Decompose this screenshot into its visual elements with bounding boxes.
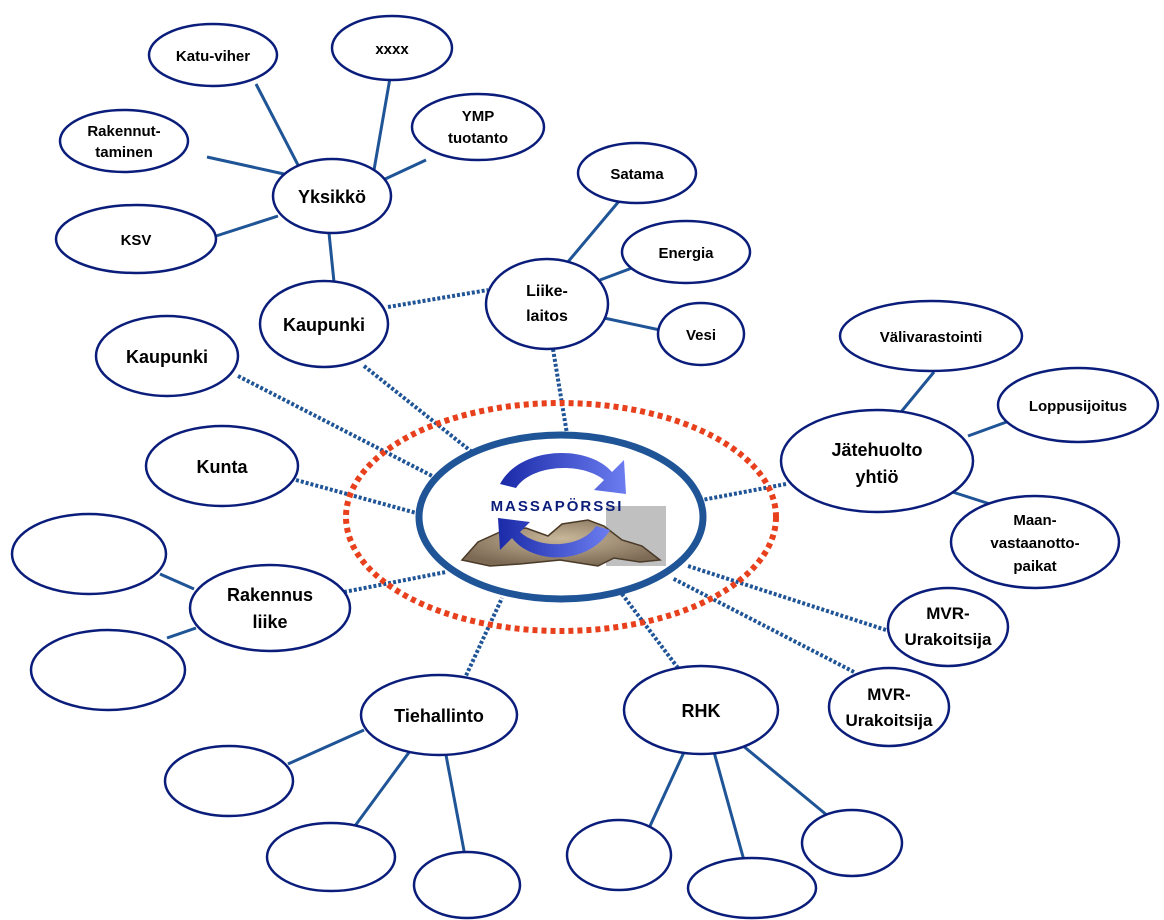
node-label: vastaanotto- xyxy=(990,535,1079,552)
link-liikelaitos-center xyxy=(551,348,570,441)
node-label: MVR- xyxy=(926,604,969,623)
link-kaupunki-center xyxy=(362,364,484,462)
link-mvr2-center xyxy=(671,576,855,674)
node-label: Katu-viher xyxy=(176,48,250,65)
node-blank-left-bottom xyxy=(29,628,187,712)
node-label: liike xyxy=(252,612,287,632)
outer-dotted-ring xyxy=(343,400,779,634)
node-label: yhtiö xyxy=(856,467,899,487)
node-label: Yksikkö xyxy=(298,187,366,207)
node-ksv: KSV xyxy=(54,203,218,275)
node-energia: Energia xyxy=(620,219,752,285)
node-ymp-tuotanto: YMP tuotanto xyxy=(410,92,546,162)
node-label: paikat xyxy=(1013,558,1056,575)
node-label: Rakennus xyxy=(227,585,313,605)
link-tiehallinto-center xyxy=(462,597,504,681)
link-rakennusliike-bottom xyxy=(166,626,197,640)
node-label: xxxx xyxy=(375,41,409,58)
node-label: Jätehuolto xyxy=(831,440,922,460)
arrow-bottom-icon xyxy=(498,518,610,558)
link-yksikko-ksv xyxy=(215,214,279,238)
link-tiehallinto-1 xyxy=(287,728,365,766)
node-label: Tiehallinto xyxy=(394,706,484,726)
node-mvr-1: MVR- Urakoitsija xyxy=(886,586,1010,668)
node-rakennuttaminen: Rakennut- taminen xyxy=(58,108,190,174)
link-rakennusliike-center xyxy=(343,570,447,594)
link-jatehuolto-loppusijoitus xyxy=(967,418,1013,438)
node-label: Satama xyxy=(610,166,664,183)
node-jatehuolto: Jätehuolto yhtiö xyxy=(779,408,975,514)
node-label: Kaupunki xyxy=(126,347,208,367)
node-rakennusliike: Rakennus liike xyxy=(188,563,352,653)
node-label: RHK xyxy=(682,701,721,721)
node-valivarastointi: Välivarastointi xyxy=(838,299,1024,373)
node-blank-rhk-3 xyxy=(800,808,904,878)
link-kaupunki-liikelaitos xyxy=(387,288,489,309)
node-satama: Satama xyxy=(576,141,698,205)
node-label: Kaupunki xyxy=(283,315,365,335)
node-liikelaitos: Liike- laitos xyxy=(484,257,610,351)
node-label: Maan- xyxy=(1013,512,1056,529)
link-tiehallinto-3 xyxy=(444,754,467,857)
node-vesi: Vesi xyxy=(656,301,746,367)
node-label: Urakoitsija xyxy=(905,630,992,649)
node-blank-tiehallinto-3 xyxy=(412,850,522,920)
node-label: KSV xyxy=(121,232,152,249)
node-label: Vesi xyxy=(686,327,716,344)
node-blank-tiehallinto-1 xyxy=(163,744,295,818)
arrow-top-icon xyxy=(500,452,626,494)
link-yksikko-ymp xyxy=(382,158,427,182)
link-yksikko-rakennuttaminen xyxy=(206,155,285,176)
node-tiehallinto: Tiehallinto xyxy=(359,673,519,757)
node-label: Urakoitsija xyxy=(846,711,933,730)
massaporssi-hub: MASSAPÖRSSI xyxy=(343,400,779,634)
node-label: Välivarastointi xyxy=(880,329,983,346)
node-label: Kunta xyxy=(197,457,249,477)
link-kunta-center xyxy=(295,478,421,516)
node-label: YMP xyxy=(462,108,495,125)
node-blank-rhk-1 xyxy=(565,818,673,892)
link-rhk-2 xyxy=(712,751,747,865)
link-tiehallinto-2 xyxy=(350,750,412,831)
node-label: Liike- xyxy=(526,283,568,300)
link-rhk-center xyxy=(620,592,680,670)
link-rakennusliike-top xyxy=(159,572,195,591)
node-blank-left-top xyxy=(10,512,168,596)
node-xxxx: xxxx xyxy=(330,14,454,82)
node-kaupunki-left: Kaupunki xyxy=(94,314,240,398)
link-liikelaitos-vesi xyxy=(603,316,661,332)
link-liikelaitos-satama xyxy=(565,199,622,264)
node-label: Loppusijoitus xyxy=(1029,398,1127,415)
link-liikelaitos-energia xyxy=(599,266,633,282)
node-kunta: Kunta xyxy=(144,424,300,508)
link-rhk-1 xyxy=(648,749,687,827)
center-label: MASSAPÖRSSI xyxy=(491,498,624,515)
node-label: tuotanto xyxy=(448,130,508,147)
node-mvr-2: MVR- Urakoitsija xyxy=(827,666,951,748)
node-yksikko: Yksikkö xyxy=(271,157,393,235)
dotted-links xyxy=(237,288,887,681)
link-jatehuolto-valivarastointi xyxy=(899,371,936,413)
link-rhk-3 xyxy=(741,743,829,818)
node-loppusijoitus: Loppusijoitus xyxy=(996,366,1160,444)
node-label: laitos xyxy=(526,308,568,325)
node-blank-tiehallinto-2 xyxy=(265,821,397,893)
link-jatehuolto-center xyxy=(701,482,787,502)
node-label: taminen xyxy=(95,144,153,161)
node-label: Rakennut- xyxy=(87,123,160,140)
node-maanvastaanotto: Maan- vastaanotto- paikat xyxy=(949,494,1121,590)
link-yksikko-kaupunki xyxy=(327,232,336,283)
node-katu-viher: Katu-viher xyxy=(147,22,279,88)
node-label: Energia xyxy=(658,245,714,262)
node-kaupunki-upper: Kaupunki xyxy=(258,279,390,369)
link-yksikko-xxxx xyxy=(372,77,392,171)
node-blank-rhk-2 xyxy=(686,856,818,920)
link-kaupunkileft-center xyxy=(237,374,441,482)
link-yksikko-katuviher xyxy=(254,83,300,166)
node-label: MVR- xyxy=(867,685,910,704)
node-rhk: RHK xyxy=(622,664,780,756)
